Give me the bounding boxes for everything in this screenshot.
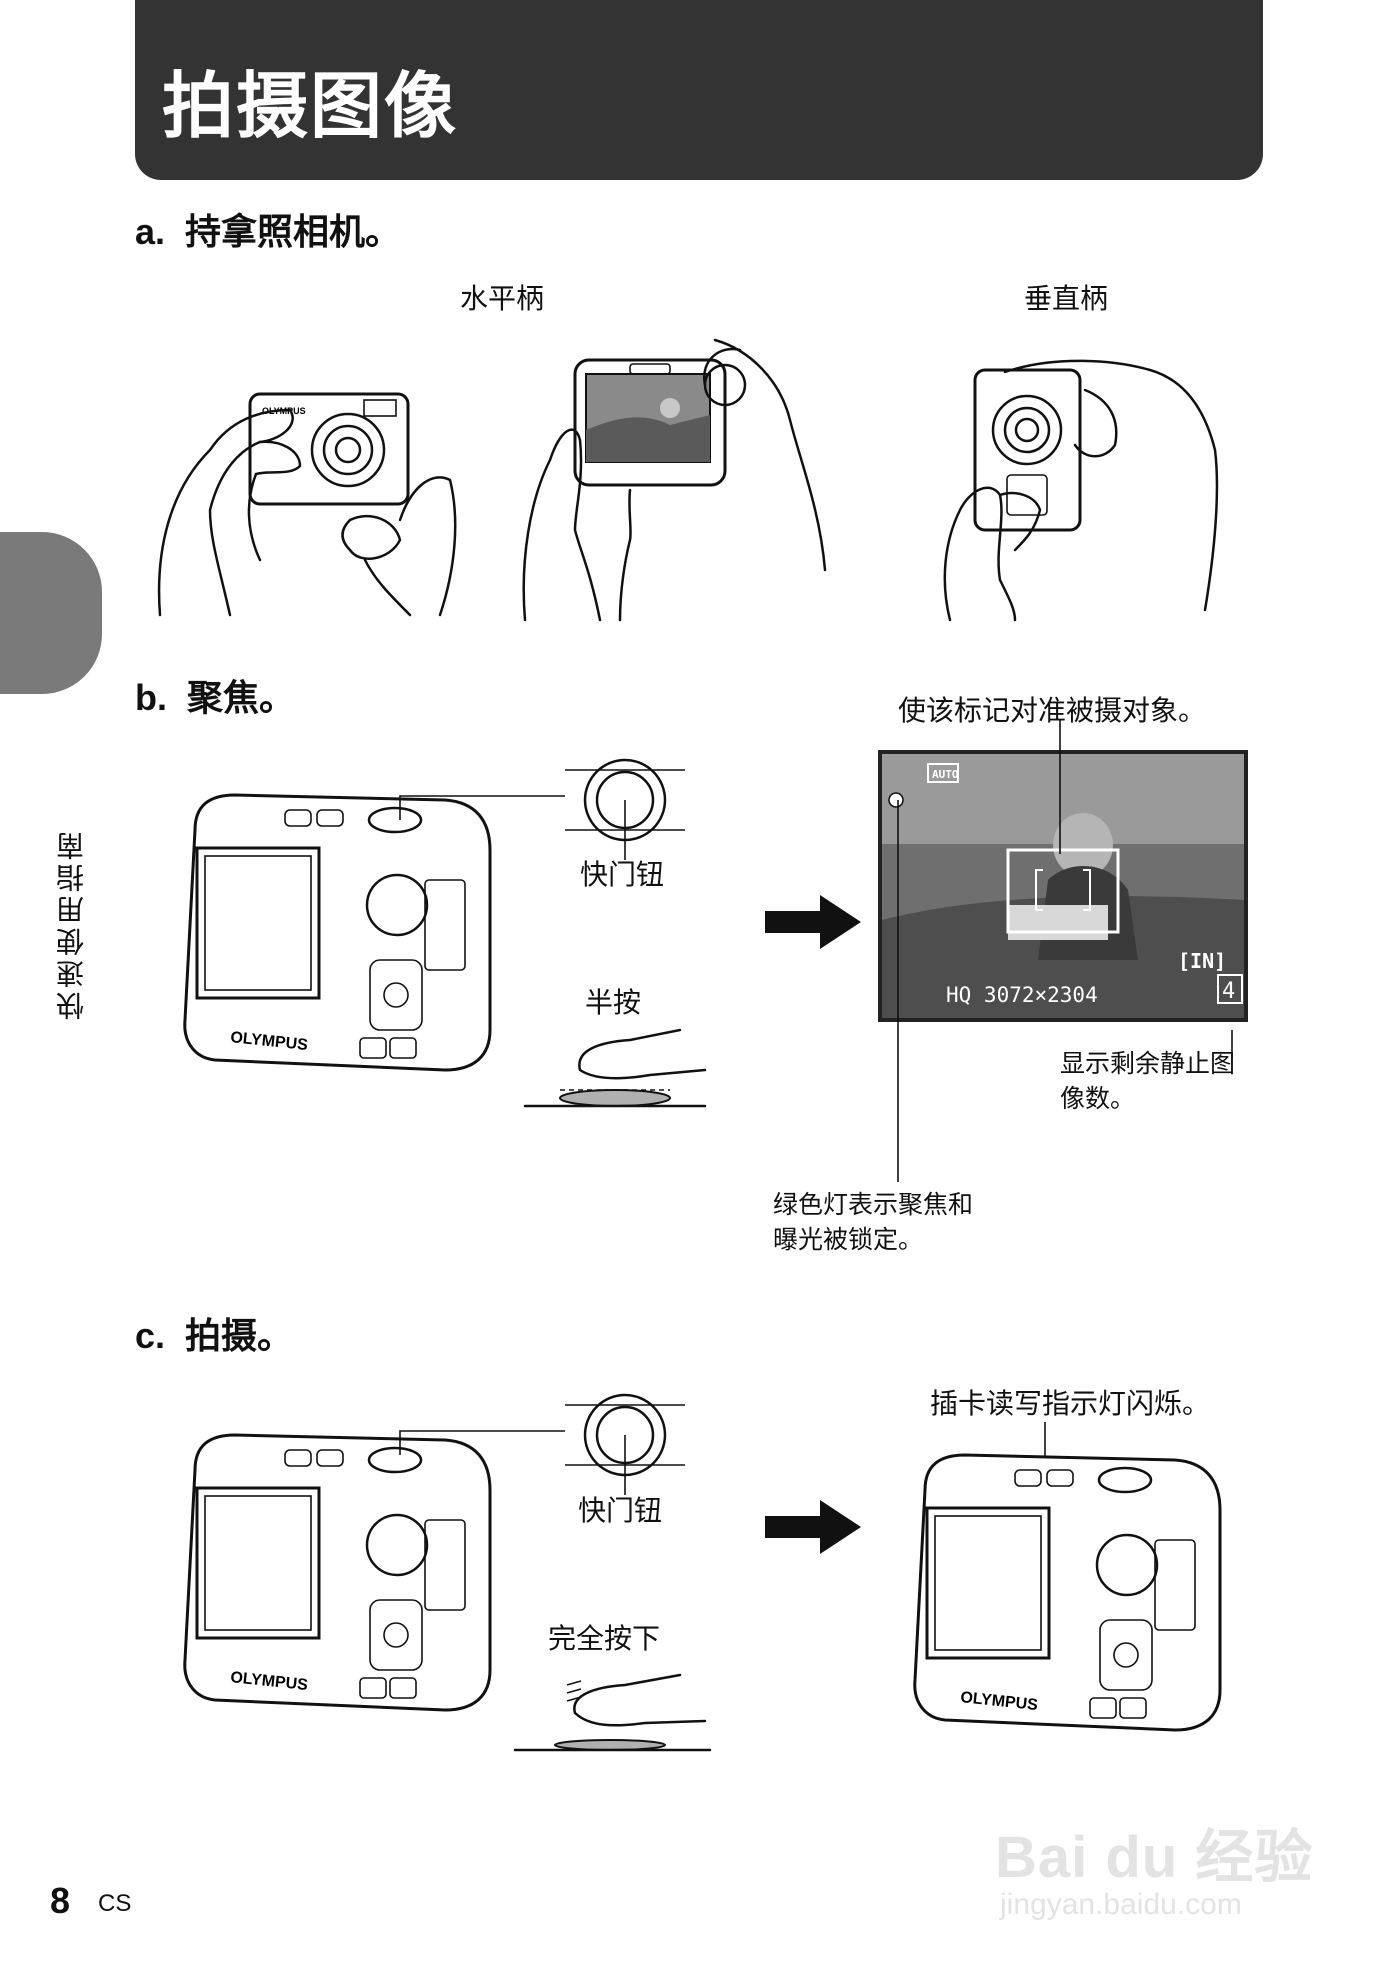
grip-horizontal-label: 水平柄 — [460, 282, 545, 315]
step-b-letter: b. — [135, 677, 167, 718]
side-tab — [0, 532, 102, 694]
step-c-text: 拍摄。 — [185, 1316, 294, 1357]
step-b-heading: b. 聚焦。 — [135, 680, 295, 717]
shutter-button-label-b: 快门钮 — [580, 858, 665, 891]
step-c-letter: c. — [135, 1315, 166, 1356]
language-code: CS — [98, 1890, 132, 1917]
grip-vertical-label: 垂直柄 — [1024, 282, 1109, 315]
side-tab-label: 快速使用指南 — [55, 828, 88, 1020]
screen-remaining-text: 4 — [1222, 979, 1235, 1004]
title-bar — [135, 0, 1263, 180]
focus-mark-note: 使该标记对准被摄对象。 — [898, 694, 1207, 727]
arrow-right-icon-b — [765, 895, 861, 949]
full-press-finger-icon — [513, 1673, 712, 1752]
watermark-brand: Bai du 经验 — [995, 1825, 1314, 1890]
screen-memory-text: [IN] — [1178, 949, 1226, 973]
step-b-text: 聚焦。 — [187, 678, 296, 719]
page-title: 拍摄图像 — [162, 64, 459, 148]
card-lamp-note: 插卡读写指示灯闪烁。 — [930, 1387, 1211, 1420]
remaining-note-line1: 显示剩余静止图 — [1060, 1049, 1236, 1078]
half-press-label: 半按 — [585, 986, 642, 1019]
camera-back-illustration-b: OLYMPUS — [183, 793, 492, 1072]
green-lamp-note-line2: 曝光被锁定。 — [773, 1224, 924, 1254]
watermark-url: jingyan.baidu.com — [1000, 1888, 1242, 1921]
camera-back-illustration-c: OLYMPUS — [183, 1433, 492, 1712]
screen-mode-text: AUTO — [932, 768, 959, 781]
full-press-label: 完全按下 — [548, 1622, 661, 1655]
camera-back-illustration-c-result: OLYMPUS — [913, 1453, 1222, 1732]
horizontal-grip-illustration-2 — [522, 338, 827, 622]
step-a-text: 持拿照相机。 — [185, 212, 402, 253]
half-press-finger-icon — [523, 1028, 707, 1108]
shutter-callout-b — [399, 758, 685, 860]
green-lamp-note: 绿色灯表示聚焦和 曝光被锁定。 — [773, 1188, 973, 1257]
remaining-note-line2: 像数。 — [1060, 1083, 1136, 1113]
shutter-button-label-c: 快门钮 — [578, 1494, 663, 1527]
shutter-callout-c — [399, 1393, 685, 1495]
remaining-note: 显示剩余静止图 像数。 — [1060, 1047, 1235, 1116]
page-number: 8 — [50, 1880, 71, 1921]
step-a-letter: a. — [135, 211, 166, 252]
focus-callout-lines — [897, 720, 1233, 1182]
arrow-right-icon-c — [765, 1500, 861, 1554]
lcd-screen-focus: AUTO [IN] HQ 3072×2304 4 — [878, 750, 1248, 1022]
vertical-grip-illustration — [943, 359, 1219, 622]
screen-quality-text: HQ 3072×2304 — [946, 983, 1098, 1007]
step-c-heading: c. 拍摄。 — [135, 1318, 293, 1355]
horizontal-grip-illustration-1: OLYMPUS — [157, 392, 457, 617]
step-a-heading: a. 持拿照相机。 — [135, 214, 401, 251]
green-lamp-note-line1: 绿色灯表示聚焦和 — [773, 1190, 974, 1219]
